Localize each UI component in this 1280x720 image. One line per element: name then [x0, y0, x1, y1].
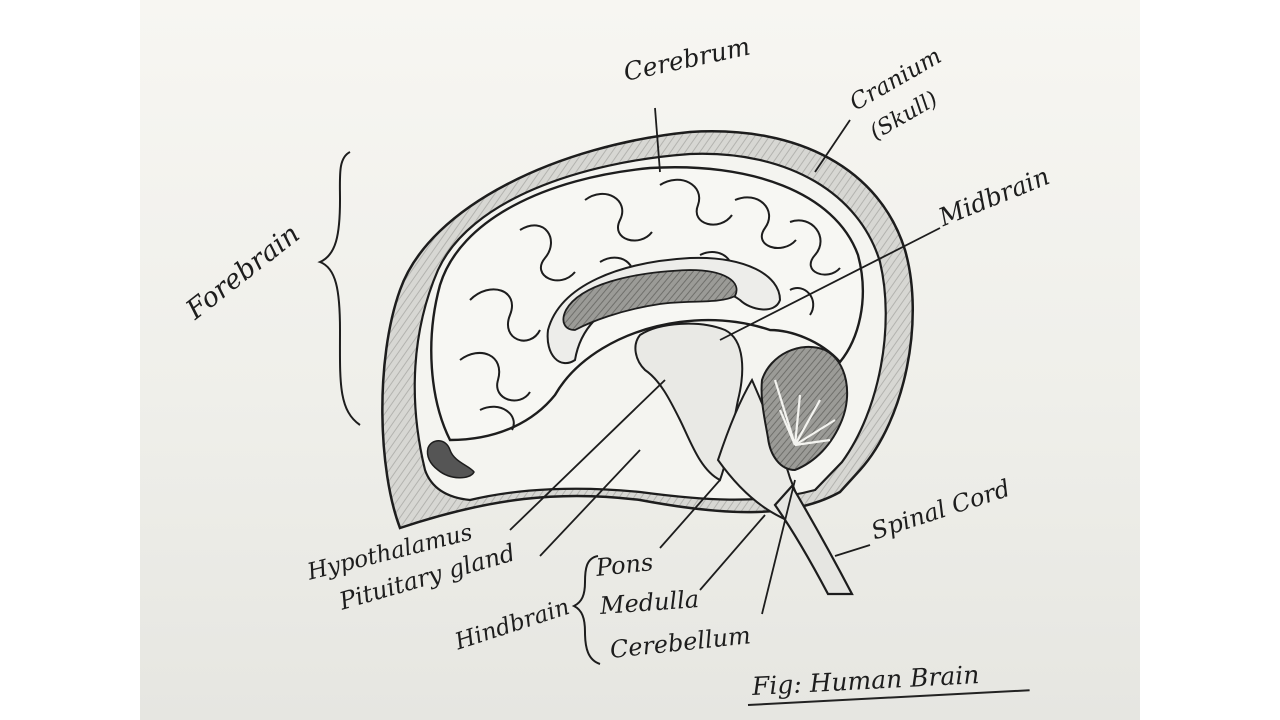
arbor-vitae [773, 379, 836, 447]
leader-cerebrum [654, 107, 661, 173]
leader-cerebellum [761, 479, 796, 615]
leader-midbrain [719, 227, 941, 341]
forebrain-bracket [317, 151, 361, 426]
cerebellum-shape [760, 345, 849, 472]
leader-hypothalamus [509, 379, 666, 531]
leader-cranium [814, 119, 851, 173]
label-pons: Pons [594, 548, 655, 582]
thalamus-region [634, 322, 744, 482]
leader-medulla [699, 514, 766, 591]
spinal-cord [773, 484, 854, 596]
leader-pituitary [539, 449, 641, 557]
leader-lines [509, 107, 941, 615]
leader-pons [659, 479, 721, 549]
leader-spinal [834, 544, 871, 557]
hindbrain-bracket [571, 555, 601, 665]
lateral-ventricle [562, 269, 738, 331]
sinus-shading [426, 440, 475, 479]
